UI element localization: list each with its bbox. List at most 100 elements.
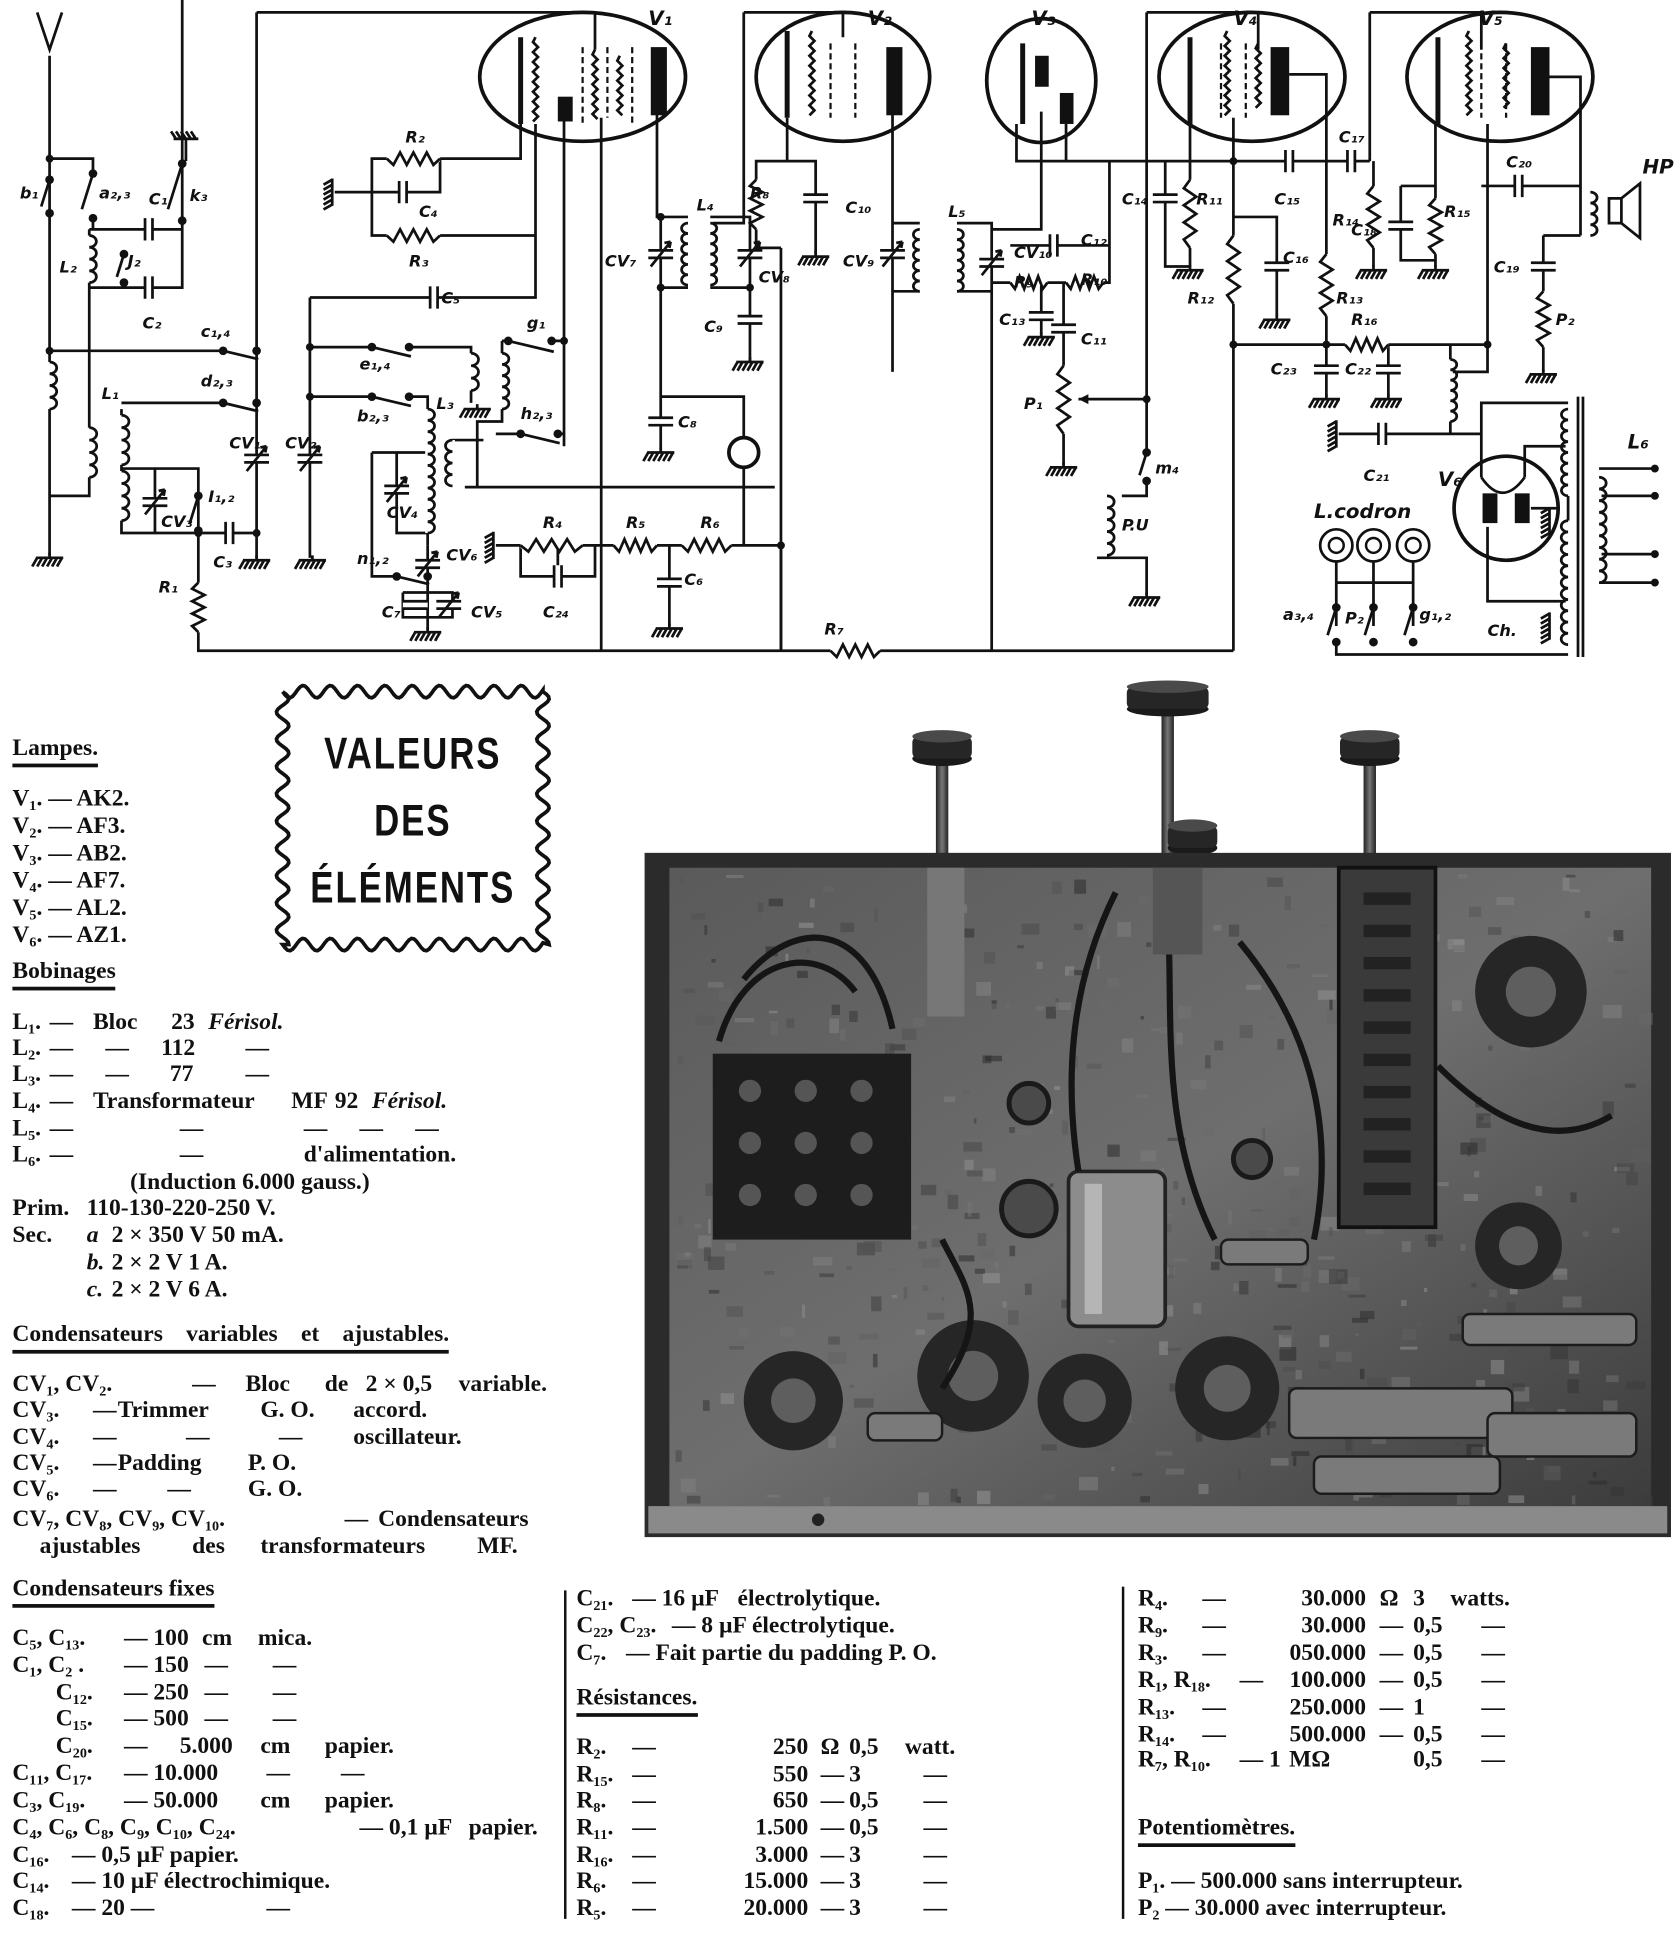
photo-texture <box>1400 1346 1418 1350</box>
coil-turns <box>427 407 436 535</box>
list-cell: L₆. <box>12 1141 42 1168</box>
photo-texture <box>1037 1217 1049 1233</box>
photo-texture <box>1582 1231 1589 1237</box>
photo-texture <box>982 1055 992 1064</box>
resistor-zigzag <box>1054 364 1073 435</box>
ground-symbol <box>31 552 64 568</box>
switch-blade <box>188 495 200 525</box>
grommet <box>1230 1137 1274 1181</box>
photo-texture <box>1204 1126 1214 1137</box>
schematic-label-j2: J₂ <box>125 252 141 271</box>
wiring-harness <box>715 959 858 1043</box>
cap-gap <box>399 180 407 204</box>
ground-hatch <box>409 627 442 642</box>
schematic-label-c14: c₁,₄ <box>201 322 231 341</box>
list-cell: V₁. — AK2. <box>12 785 130 812</box>
photo-texture <box>1328 1269 1348 1285</box>
photo-texture <box>936 899 947 908</box>
coil <box>86 234 98 284</box>
photo-texture <box>849 1010 858 1022</box>
photo-texture <box>1021 923 1040 935</box>
photo-texture <box>772 1171 783 1179</box>
resistor <box>1009 272 1049 293</box>
photo-texture <box>1287 964 1300 969</box>
coil <box>425 407 436 535</box>
loudspeaker-icon <box>1607 180 1642 241</box>
schematic-label-c2: C₂ <box>143 313 162 332</box>
coil-turns <box>1559 519 1569 646</box>
list-cell: 0,5 <box>849 1734 879 1761</box>
photo-texture <box>1557 957 1561 963</box>
ground-symbol <box>1258 314 1291 330</box>
capacitor <box>552 565 563 588</box>
photo-texture <box>1321 1487 1325 1493</box>
list-cell: — <box>923 1787 948 1814</box>
photo-texture <box>1173 1180 1179 1190</box>
photo-texture <box>1288 1253 1308 1266</box>
photo-texture <box>1194 1316 1203 1328</box>
photo-texture <box>711 1018 728 1033</box>
ground-symbol <box>731 357 764 372</box>
list-cell: — <box>179 1141 204 1168</box>
tube-anode <box>557 96 573 122</box>
list-cell: 050.000 <box>1289 1639 1367 1667</box>
switch <box>516 429 563 445</box>
photo-texture <box>1277 1039 1285 1050</box>
resistor <box>385 149 441 168</box>
column-divider <box>564 1590 567 1919</box>
photo-texture <box>1219 1379 1234 1391</box>
photo-texture <box>1508 1347 1525 1353</box>
wire <box>891 111 994 651</box>
cap-plates <box>803 193 829 204</box>
switch-blade <box>507 339 555 354</box>
photo-texture <box>1045 1366 1066 1371</box>
photo-texture <box>856 1242 875 1256</box>
photo-texture <box>1137 1094 1149 1098</box>
switch <box>166 159 187 225</box>
cap-gap <box>225 521 234 545</box>
ground-symbol <box>1307 394 1341 409</box>
list-cell: — 0,1 µF <box>359 1814 453 1841</box>
photo-texture <box>1611 1428 1631 1441</box>
grommet <box>999 1178 1059 1239</box>
schematic-label-c14: C₁₄ <box>1122 190 1148 209</box>
list-cell: — <box>340 1760 365 1787</box>
photo-texture <box>1571 993 1584 999</box>
ground-hatch <box>797 251 830 266</box>
photo-texture <box>1419 894 1426 901</box>
photo-texture <box>699 1350 716 1365</box>
cap-arrow <box>437 591 460 619</box>
cap-plates <box>1377 422 1388 446</box>
lamp-filament <box>1404 536 1422 555</box>
cap-gap <box>1152 194 1178 203</box>
resistor-zigzag <box>1364 185 1383 249</box>
capacitor <box>397 180 408 204</box>
photo-texture <box>1067 1369 1082 1382</box>
photo-texture <box>956 990 962 1000</box>
list-cell: — <box>1379 1721 1404 1748</box>
list-cell: R₁₃. <box>1137 1694 1175 1721</box>
photo-texture <box>726 874 744 878</box>
switch-contact <box>392 572 402 581</box>
wiring-harness <box>1162 892 1218 1241</box>
list-cell: — <box>272 1652 297 1679</box>
coil-mask <box>1104 495 1110 556</box>
schematic-label-cv6: CV₆ <box>446 545 477 564</box>
switch-blade <box>520 432 560 445</box>
list-cell: — <box>49 1035 74 1062</box>
junction-dot <box>776 541 785 550</box>
photo-texture <box>994 1261 999 1269</box>
photo-texture <box>1584 910 1591 918</box>
photo-texture <box>1085 1404 1105 1415</box>
lamp-filament <box>1327 536 1345 555</box>
list-cell: — <box>192 1370 216 1398</box>
photo-texture <box>829 1018 840 1034</box>
switch-contact <box>119 249 129 259</box>
paper-capacitor <box>1312 1455 1502 1495</box>
switch-contact <box>218 346 228 356</box>
photo-texture <box>1506 1302 1516 1316</box>
ground-hatch <box>293 555 327 570</box>
photo-texture <box>1009 1245 1016 1257</box>
photo-texture <box>1513 963 1522 967</box>
wire <box>309 123 537 299</box>
